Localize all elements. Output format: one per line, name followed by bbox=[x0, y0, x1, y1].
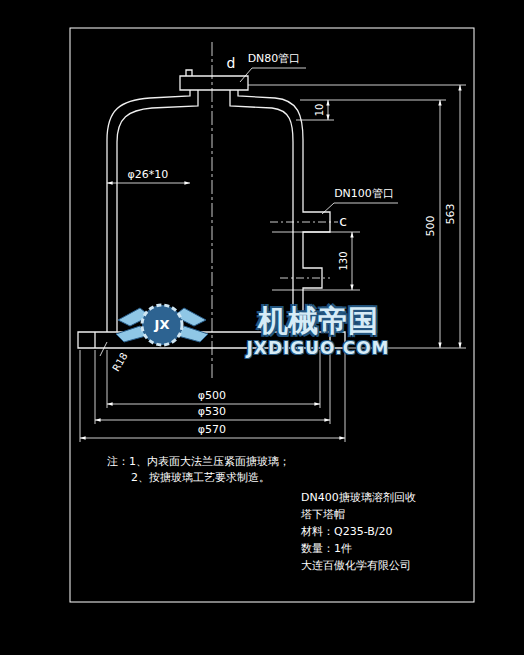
dimension-text: φ530 bbox=[197, 406, 227, 418]
watermark-text: 机械帝国 bbox=[258, 304, 378, 337]
dimension-text: 130 bbox=[338, 250, 349, 271]
nozzle-label: DN80管口 bbox=[247, 53, 302, 65]
title-block-text: 大连百傲化学有限公司 bbox=[300, 560, 412, 572]
callout-letter: d bbox=[226, 56, 237, 71]
dimension-text: 500 bbox=[425, 215, 437, 238]
title-block-text: 材料：Q235-B/20 bbox=[300, 526, 393, 538]
note-text: 注：1、内表面大法兰压紧面搪玻璃； bbox=[106, 456, 291, 468]
title-block-text: 塔下塔帽 bbox=[300, 509, 346, 521]
radius-text: R18 bbox=[110, 350, 130, 374]
dimension-text: φ570 bbox=[197, 424, 227, 436]
callout-letter: c bbox=[338, 214, 348, 229]
watermark-text: JXDIGUO.COM bbox=[246, 339, 389, 358]
dimension-text: 563 bbox=[445, 203, 457, 226]
watermark-logo bbox=[116, 305, 208, 345]
title-block-text: DN400搪玻璃溶剂回收 bbox=[300, 492, 417, 504]
sheet-border bbox=[70, 28, 474, 602]
dimension-text: φ500 bbox=[197, 390, 227, 402]
dimension-lines bbox=[80, 68, 466, 442]
nozzle-label: DN100管口 bbox=[333, 188, 395, 200]
dimension-text: φ26*10 bbox=[127, 169, 170, 181]
logo-text: JX bbox=[155, 318, 170, 332]
note-text: 2、按搪玻璃工艺要求制造。 bbox=[130, 472, 271, 484]
dimension-text: 10 bbox=[314, 103, 325, 118]
title-block-text: 数量：1件 bbox=[300, 543, 353, 555]
